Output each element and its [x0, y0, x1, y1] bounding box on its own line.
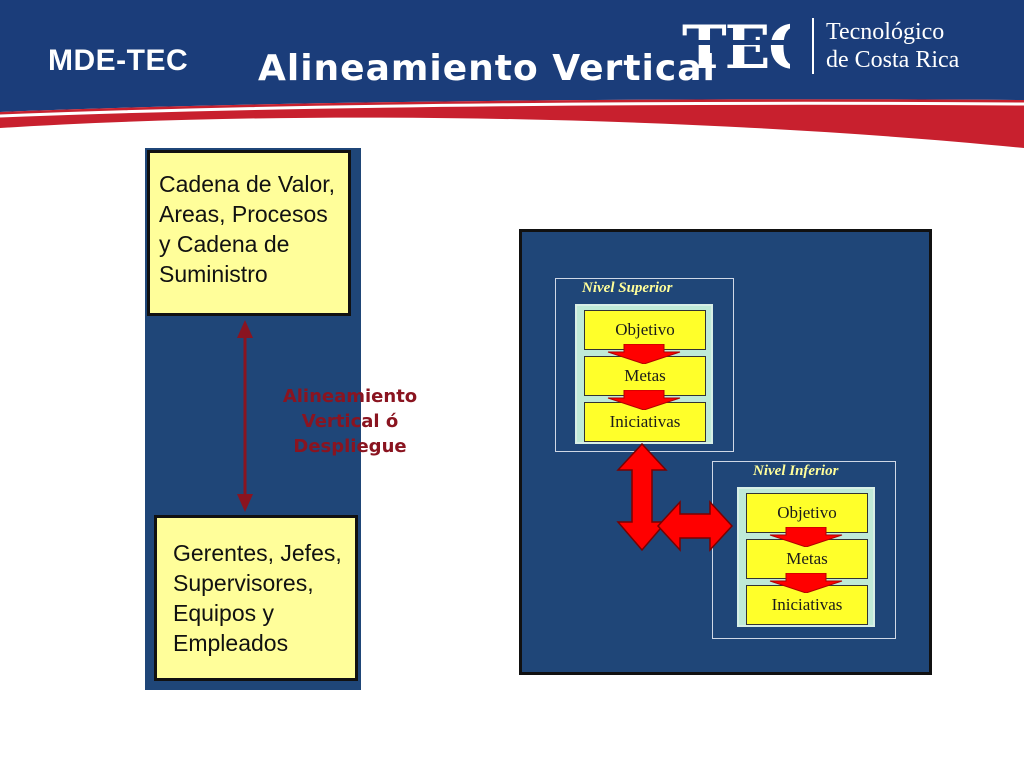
staff-box: Gerentes, Jefes, Supervisores, Equipos y… — [154, 515, 358, 681]
lower-level-stack: Objetivo Metas Iniciativas — [737, 487, 875, 627]
lower-objective-cell: Objetivo — [746, 493, 868, 533]
tec-logo: TEC — [680, 13, 790, 76]
slide-title: Alineamiento Vertical — [258, 48, 716, 89]
banner-red-swoosh — [0, 99, 1024, 148]
staff-line: Gerentes, Jefes, — [173, 540, 342, 566]
logo-divider — [812, 18, 814, 74]
value-chain-line: Suministro — [159, 261, 268, 287]
banner-navy-band — [0, 0, 1024, 112]
institution-line-2: de Costa Rica — [826, 47, 960, 73]
value-chain-line: Cadena de Valor, — [159, 171, 336, 197]
down-arrow-icon — [769, 527, 843, 547]
institution-line-1: Tecnológico — [826, 19, 945, 45]
value-chain-line: y Cadena de — [159, 231, 290, 257]
down-arrow-icon — [769, 573, 843, 593]
tec-logo-stripe — [680, 40, 790, 45]
alignment-label-line: Despliegue — [293, 436, 407, 457]
upper-objective-cell: Objetivo — [584, 310, 706, 350]
staff-line: Equipos y — [173, 600, 275, 626]
banner-white-line — [0, 101, 1024, 118]
brand-label: MDE-TEC — [48, 44, 189, 77]
alignment-label-line: Alineamiento — [282, 386, 418, 407]
vertical-double-arrow-icon — [616, 442, 668, 552]
alignment-label-line: Vertical ó — [301, 411, 399, 432]
upper-initiatives-cell: Iniciativas — [584, 402, 706, 442]
down-arrow-icon — [607, 390, 681, 410]
level-connection-arrows — [616, 442, 734, 552]
staff-line: Empleados — [173, 630, 289, 656]
down-arrow-icon — [607, 344, 681, 364]
value-chain-box: Cadena de Valor, Areas, Procesos y Caden… — [147, 150, 351, 316]
value-chain-line: Areas, Procesos — [159, 201, 328, 227]
vertical-double-arrow — [237, 320, 253, 512]
horizontal-double-arrow-icon — [656, 500, 734, 552]
lower-level-frame — [712, 461, 896, 639]
institution-name: Tecnológico de Costa Rica — [826, 18, 959, 74]
header-banner — [0, 0, 1024, 148]
staff-line: Supervisores, — [173, 570, 314, 596]
lower-level-title: Nivel Inferior — [753, 463, 839, 479]
alignment-label: Alineamiento Vertical ó Despliegue — [262, 384, 438, 459]
upper-level-title: Nivel Superior — [582, 280, 673, 296]
upper-level-stack: Objetivo Metas Iniciativas — [575, 304, 713, 444]
